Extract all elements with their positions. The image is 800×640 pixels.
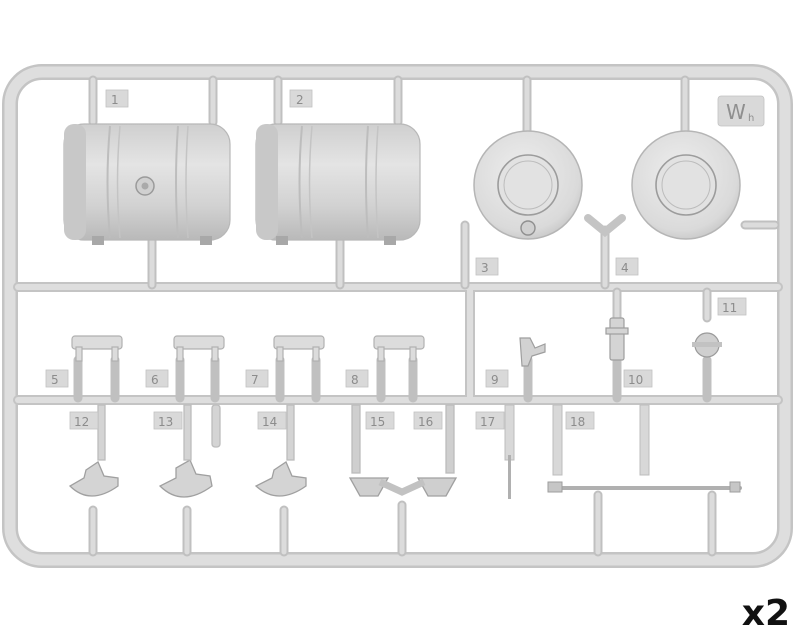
svg-text:10: 10 (628, 373, 643, 387)
part-number-tag: 18 (565, 411, 595, 430)
brand-tag: W h (717, 95, 765, 127)
svg-text:12: 12 (74, 415, 89, 429)
part-number-tags: 1 2 3 4 5 6 7 8 9 10 11 12 13 14 15 16 1… (45, 89, 747, 430)
part-number-tag: 3 (475, 257, 499, 276)
sprue-frame (2, 64, 793, 568)
part-number-tag: 9 (485, 369, 509, 388)
hook-parts (68, 404, 307, 498)
part-number-tag: 7 (245, 369, 269, 388)
svg-text:h: h (748, 113, 754, 124)
y-gate (584, 214, 626, 238)
part-number-tag: 5 (45, 369, 69, 388)
part-number-tag: 11 (717, 297, 747, 316)
svg-text:4: 4 (621, 261, 629, 275)
part-9-clip (519, 337, 546, 367)
part-number-tag: 8 (345, 369, 369, 388)
svg-text:5: 5 (51, 373, 59, 387)
svg-text:6: 6 (151, 373, 159, 387)
part-number-tag: 12 (69, 411, 99, 430)
part-number-tag: 16 (413, 411, 443, 430)
svg-text:13: 13 (158, 415, 173, 429)
part-15-16-plates (348, 404, 458, 497)
svg-text:9: 9 (491, 373, 499, 387)
part-1-barrel (63, 123, 231, 245)
svg-text:17: 17 (480, 415, 495, 429)
part-number-tag: 2 (289, 89, 313, 108)
svg-text:15: 15 (370, 415, 385, 429)
part-number-tag: 6 (145, 369, 169, 388)
quantity-label: x2 (741, 593, 790, 634)
svg-text:8: 8 (351, 373, 359, 387)
svg-text:3: 3 (481, 261, 489, 275)
svg-text:W: W (726, 100, 746, 124)
bracket-parts (71, 335, 425, 362)
svg-text:16: 16 (418, 415, 433, 429)
part-number-tag: 17 (475, 411, 505, 430)
part-number-tag: 15 (365, 411, 395, 430)
part-2-barrel (255, 123, 421, 245)
svg-text:2: 2 (296, 93, 304, 107)
part-11-knob (692, 332, 722, 358)
svg-text:18: 18 (570, 415, 585, 429)
part-17-rod (504, 404, 515, 499)
part-number-tag: 14 (257, 411, 287, 430)
svg-text:7: 7 (251, 373, 259, 387)
part-number-tag: 1 (105, 89, 129, 108)
part-number-tag: 4 (615, 257, 639, 276)
part-number-tag: 10 (623, 369, 653, 388)
part-18-rod (547, 404, 742, 493)
svg-text:11: 11 (722, 301, 737, 315)
part-10-bracket (605, 317, 629, 361)
sprue-gates (73, 75, 780, 557)
part-3-lid (473, 130, 583, 240)
part-number-tag: 13 (153, 411, 183, 430)
part-4-lid (631, 130, 741, 240)
svg-text:14: 14 (262, 415, 277, 429)
sprue-runners (13, 282, 783, 405)
svg-text:1: 1 (111, 93, 119, 107)
